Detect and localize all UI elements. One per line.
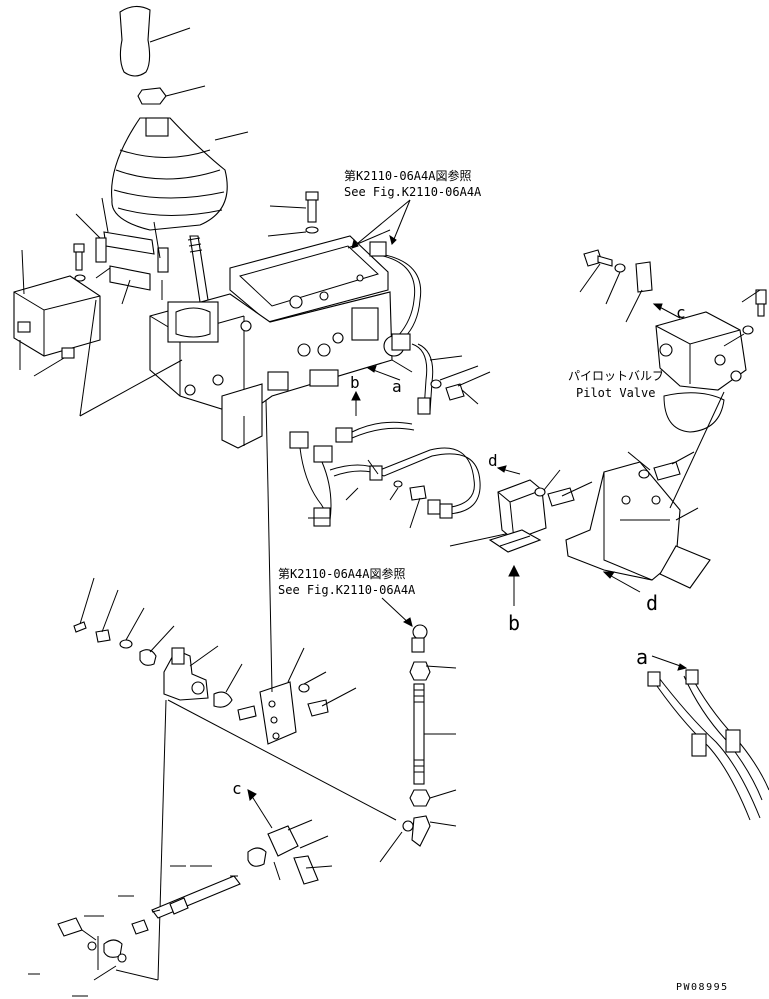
wiring-harness-upper [369,241,463,415]
marker-c-lower: c [232,779,242,798]
lever-arm [73,577,219,981]
reference-jp-lower: 第K2110-06A4A図参照 [278,566,405,581]
rod-end-upper [411,624,428,653]
marker-b: b [350,373,360,392]
bracket-d: d [488,451,593,553]
marker-d-upper: d [488,451,498,470]
lever-housing [79,229,413,491]
marker-b-lower: b [508,564,520,635]
bolts-upper-right [579,249,767,347]
bolt-left [73,243,86,282]
marker-b-lower-text: b [508,611,520,635]
marker-c-upper: c [676,303,686,322]
markers-upper: a b [350,365,402,416]
marker-a: a [392,377,402,396]
bolt-console-right [430,365,491,405]
clevis-assembly: c [232,779,333,885]
lever-boot [111,117,249,231]
reference-en-lower: See Fig.K2110-06A4A [278,583,416,597]
reference-en: See Fig.K2110-06A4A [344,185,482,199]
lever-knob [119,5,191,77]
pilot-valve-jp: パイロットバルブ [568,368,664,383]
bolt-top [267,191,319,237]
control-cables: a [636,645,769,821]
lever-nut [137,85,206,105]
push-rod [151,865,241,919]
reference-note-lower: 第K2110-06A4A図参照 See Fig.K2110-06A4A [278,566,416,627]
reference-note-upper: 第K2110-06A4A図参照 See Fig.K2110-06A4A [344,168,482,249]
marker-d-lower: d [646,591,658,615]
marker-a-lower: a [636,645,648,669]
spacer-plates [75,197,169,305]
pilot-valve-bracket: d [565,391,725,615]
adjusting-rod [379,661,457,863]
pilot-valve: c パイロットバルブ Pilot Valve [568,303,747,433]
joint-lower-left [28,895,159,997]
left-bracket [13,249,101,417]
drawing-number: PW08995 [676,982,729,993]
linkage-bracket [167,489,397,821]
wiring-harness-lower [289,421,525,547]
reference-jp: 第K2110-06A4A図参照 [344,168,471,183]
pilot-valve-en: Pilot Valve [576,386,655,400]
